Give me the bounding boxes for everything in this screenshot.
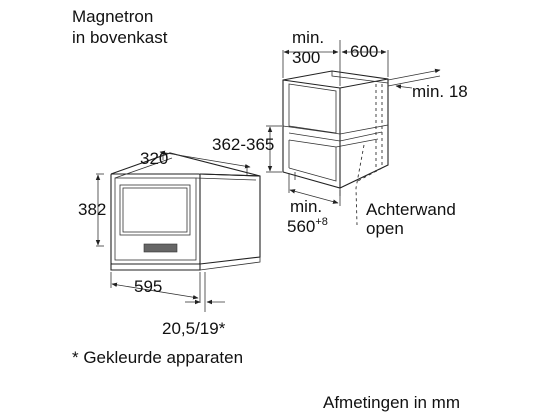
depth-label: 320 — [140, 149, 168, 168]
niche-height-label: 362-365 — [212, 135, 274, 154]
cabinet-drawing — [282, 70, 389, 226]
microwave-drawing — [110, 152, 261, 271]
footnote: * Gekleurde apparaten — [72, 348, 243, 367]
width-label: 595 — [134, 277, 162, 296]
title-line-2: in bovenkast — [72, 28, 168, 47]
units-label: Afmetingen in mm — [323, 393, 460, 412]
rear-wall-label-1: Achterwand — [366, 200, 456, 219]
front-offset-dimension — [185, 272, 225, 312]
width-dimension — [110, 272, 201, 303]
niche-height-dimension — [266, 125, 282, 173]
min-label: min. — [292, 28, 324, 47]
top-thickness-dimension — [387, 68, 441, 89]
niche-width-min-label: min. — [290, 197, 322, 216]
cabinet-depth-label: 600 — [350, 42, 378, 61]
niche-depth-label: 300 — [292, 48, 320, 67]
front-offset-label: 20,5/19* — [162, 319, 226, 338]
niche-depth-dimension — [282, 40, 389, 86]
niche-width-dimension — [288, 173, 341, 206]
top-thickness-label: min. 18 — [412, 82, 468, 101]
niche-width-label: 560+8 — [287, 216, 328, 236]
depth-dimension — [159, 150, 251, 175]
height-label: 382 — [78, 200, 106, 219]
height-dimension — [95, 173, 104, 247]
title-line-1: Magnetron — [72, 7, 153, 26]
rear-wall-label-2: open — [366, 219, 404, 238]
